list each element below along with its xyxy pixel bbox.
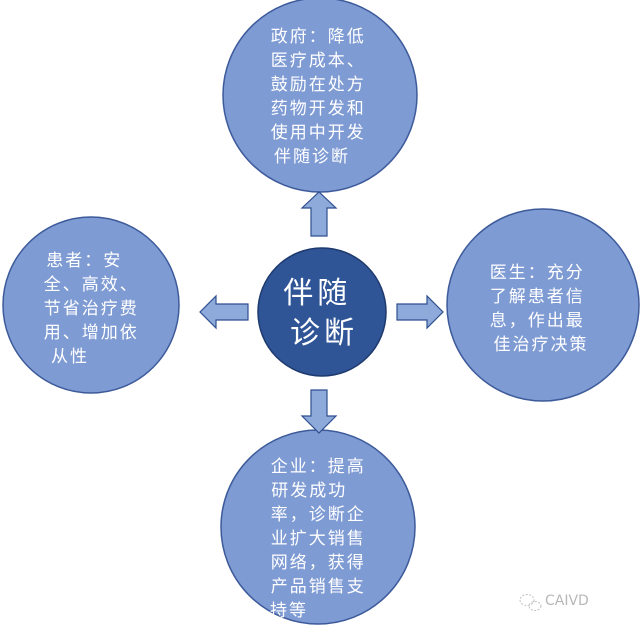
- patient-text: 患者：安 全、高效、 节省治疗费 用、增加依 从性: [44, 251, 146, 367]
- text-line: 业扩大销售: [271, 529, 366, 549]
- center-line: 诊断: [290, 316, 358, 351]
- text-line: 鼓励在处方: [271, 75, 366, 95]
- doctor-text: 医生：充分 了解患者信 息，作出最 佳治疗决策: [490, 263, 592, 355]
- text-line: 伴随诊断: [274, 147, 350, 167]
- text-line: 从性: [51, 347, 89, 367]
- text-line: 医生：充分: [490, 263, 585, 283]
- center-circle: [257, 247, 387, 377]
- text-line: 患者：安: [46, 251, 122, 271]
- text-line: 节省治疗费: [44, 299, 139, 319]
- text-line: 全、高效、: [44, 275, 139, 295]
- government-text: 政府：降低 医疗成本、 鼓励在处方 药物开发和 使用中开发 伴随诊断: [271, 27, 373, 167]
- watermark: CAIVD: [545, 593, 589, 609]
- text-line: 使用中开发: [271, 122, 366, 143]
- doctor-circle: [446, 208, 640, 402]
- text-line: 息，作出最: [490, 311, 585, 331]
- text-line: 网络，获得: [271, 553, 366, 573]
- center-label: 伴随 诊断: [283, 276, 365, 351]
- arrow-up-icon: [300, 191, 338, 237]
- enterprise-text: 企业：提高 研发成功 率，诊断企 业扩大销售 网络，获得 产品销售支 持等: [270, 457, 373, 621]
- text-line: 产品销售支: [271, 577, 366, 597]
- text-line: 了解患者信: [490, 287, 585, 307]
- text-line: 企业：提高: [271, 457, 366, 477]
- text-line: 研发成功: [271, 481, 347, 501]
- center-line: 伴随: [283, 276, 351, 311]
- text-line: 率，诊断企: [271, 505, 366, 525]
- text-line: 佳治疗决策: [494, 335, 589, 355]
- patient-circle: [2, 216, 180, 394]
- arrow-right-icon: [396, 294, 444, 330]
- text-line: 持等: [270, 601, 308, 621]
- government-circle: [222, 0, 418, 193]
- text-line: 用、增加依: [44, 323, 139, 343]
- arrow-down-icon: [300, 389, 338, 434]
- text-line: 政府：降低: [271, 27, 366, 47]
- arrow-left-icon: [199, 294, 249, 330]
- text-line: 药物开发和: [271, 99, 366, 119]
- wechat-icon: [519, 594, 542, 611]
- text-line: 医疗成本、: [271, 51, 366, 71]
